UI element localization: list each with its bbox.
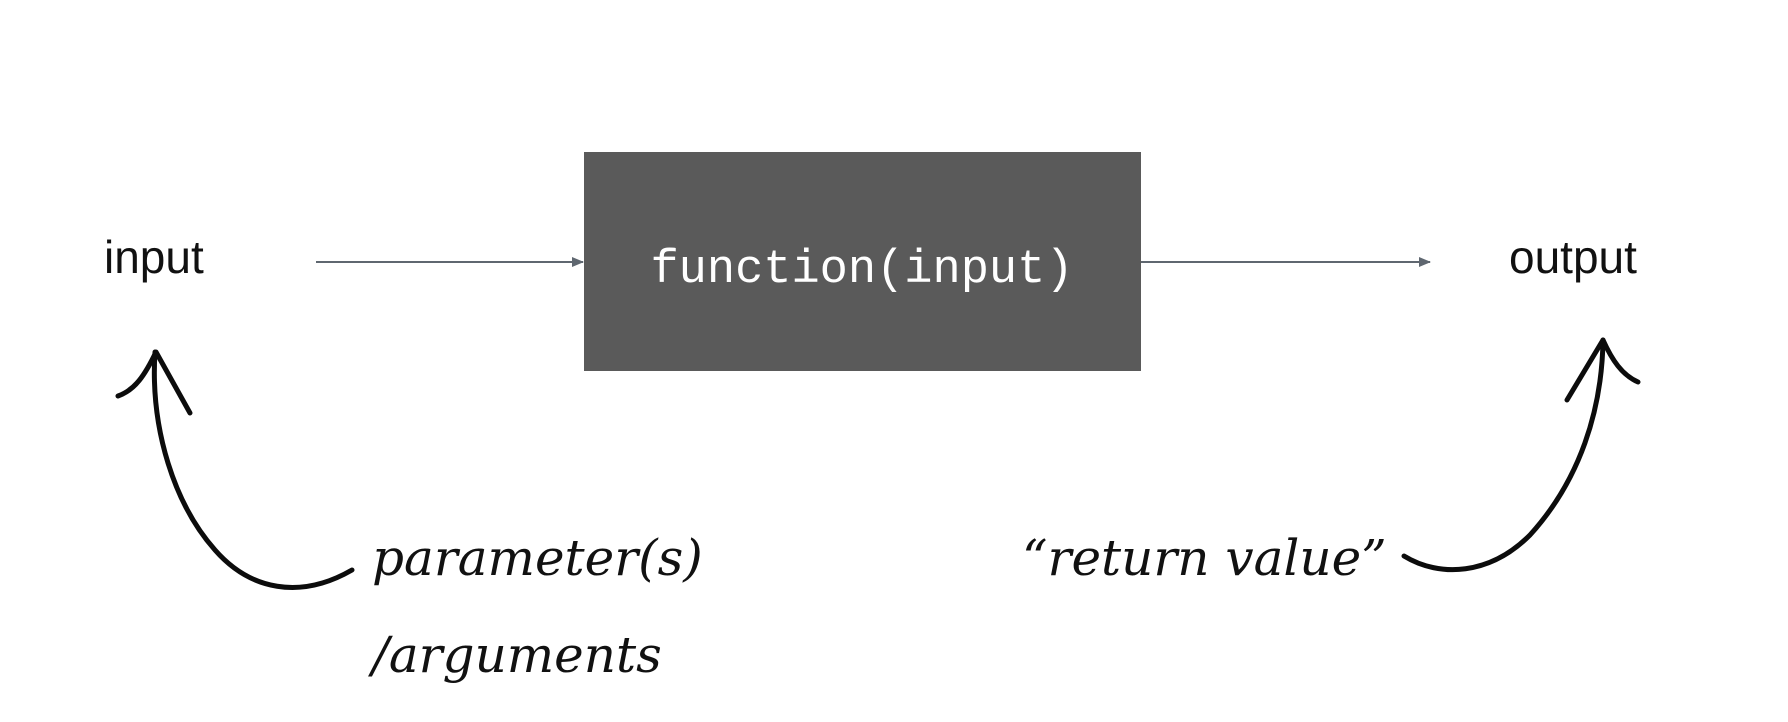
parameters-curved-arrow [115,349,355,590]
return-value-curved-arrow [1401,337,1641,573]
parameters-annotation-line2: /arguments [368,626,662,684]
input-label: input [104,231,204,283]
function-box [584,152,1141,371]
parameters-annotation-line1: parameter(s) [372,529,703,587]
function-label: function(input) [650,244,1073,297]
return-value-annotation: “return value” [1022,529,1387,587]
output-label: output [1509,231,1637,283]
